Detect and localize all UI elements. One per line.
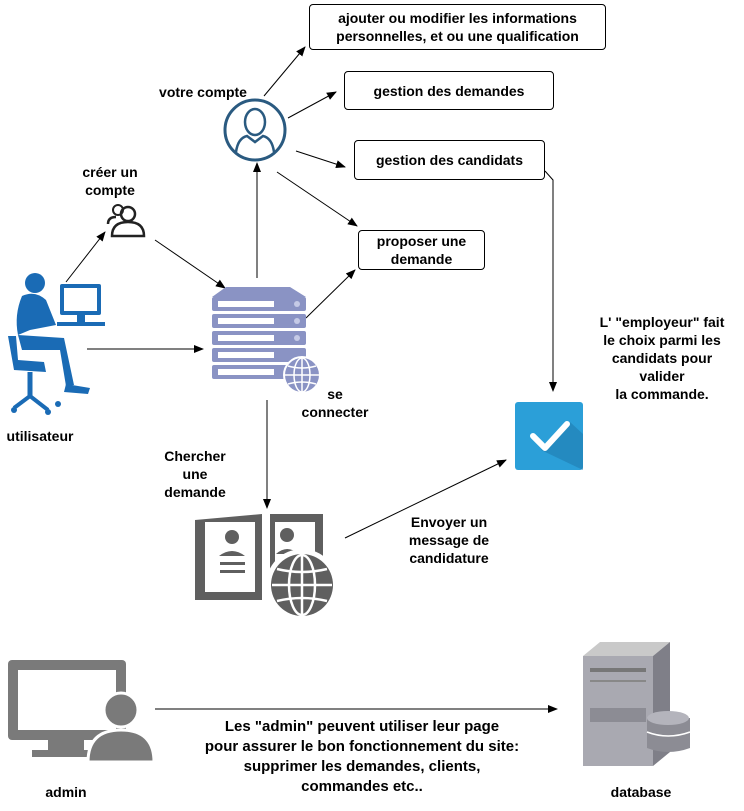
- arrow-server-to-propose-request: [305, 269, 356, 319]
- label-search-request: Chercher une demande: [164, 448, 226, 500]
- arrow-account-to-manage-candidates: [295, 150, 346, 169]
- label-user: utilisateur: [6, 428, 74, 444]
- database-server-icon: [583, 642, 691, 766]
- create-account-icon: [106, 204, 146, 238]
- label-employer-choice: L' "employeur" fait le choix parmi les c…: [599, 314, 725, 402]
- arrow-account-to-modify-info: [263, 46, 306, 97]
- box-propose-request: proposer une demande: [358, 230, 485, 270]
- arrow-user-to-create-account: [65, 231, 106, 283]
- validate-check-icon: [515, 402, 583, 470]
- admin-monitor-icon: [8, 660, 156, 764]
- arrow-manage-candidates-to-validate: [544, 170, 557, 392]
- arrow-create-account-to-server: [154, 239, 226, 289]
- book-globe-icon: [195, 514, 338, 621]
- box-manage-candidates: gestion des candidats: [354, 140, 545, 180]
- label-connect: se connecter: [301, 386, 369, 420]
- box-manage-requests: gestion des demandes: [344, 71, 554, 110]
- user-at-computer-icon: [8, 273, 105, 415]
- label-send-message: Envoyer un message de candidature: [408, 514, 490, 566]
- label-your-account: votre compte: [159, 84, 247, 100]
- label-create-account: créer un compte: [82, 164, 138, 198]
- box-modify-info: ajouter ou modifier les informations per…: [309, 4, 606, 50]
- account-avatar-icon: [223, 98, 287, 162]
- server-globe-icon: [212, 287, 321, 394]
- label-admin: admin: [45, 784, 87, 800]
- label-database: database: [610, 784, 672, 800]
- arrow-book-to-validate: [344, 459, 507, 539]
- arrow-account-to-manage-requests: [287, 91, 337, 119]
- connectors: [65, 46, 558, 713]
- arrow-account-to-propose-request: [276, 171, 358, 227]
- label-admin-note: Les "admin" peuvent utiliser leur page p…: [204, 718, 520, 795]
